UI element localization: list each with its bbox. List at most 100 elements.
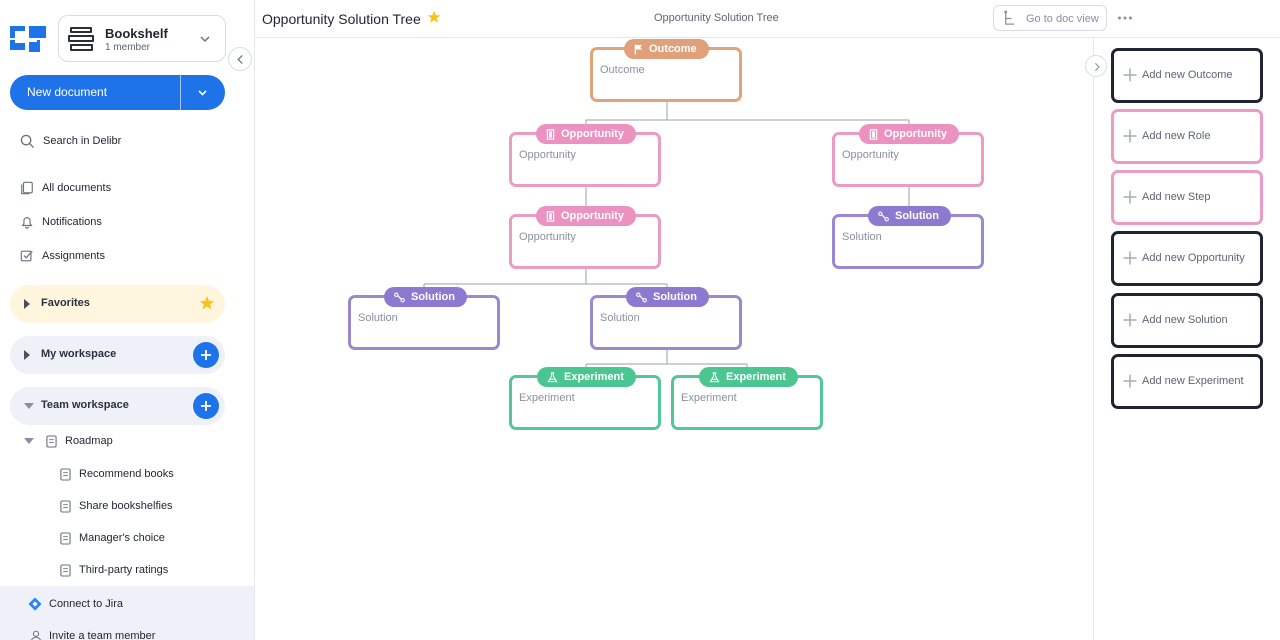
plus-icon — [1123, 190, 1137, 204]
node-type-badge: Solution — [626, 287, 709, 307]
delibr-logo[interactable] — [10, 24, 46, 54]
nav-notifications-label: Notifications — [42, 216, 102, 228]
node-solution[interactable]: Solution Solution — [590, 287, 742, 350]
plus-icon — [1123, 374, 1137, 388]
plus-icon — [1123, 251, 1137, 265]
node-badge-label: Solution — [411, 291, 455, 303]
node-badge-label: Experiment — [564, 371, 624, 383]
node-solution[interactable]: Solution Solution — [832, 206, 984, 269]
add-outcome-label: Add new Outcome — [1142, 69, 1233, 81]
node-type-badge: Experiment — [537, 367, 636, 387]
node-text[interactable]: Experiment — [681, 392, 737, 404]
my-workspace-section[interactable]: My workspace — [10, 336, 225, 374]
chevron-down-icon[interactable] — [196, 86, 209, 99]
door-icon — [869, 128, 878, 140]
invite-member-link[interactable]: Invite a team member — [30, 630, 155, 640]
route-icon — [878, 211, 889, 221]
add-experiment-button[interactable]: Add new Experiment — [1111, 354, 1263, 409]
chevron-down-icon — [200, 36, 210, 43]
tree-canvas[interactable]: Outcome Outcome Opportunity Opportunity … — [255, 38, 1093, 640]
tree-item-label: Recommend books — [79, 468, 174, 480]
node-text[interactable]: Opportunity — [842, 149, 899, 161]
bell-icon — [21, 217, 33, 229]
connect-jira-label: Connect to Jira — [49, 598, 123, 610]
document-title[interactable]: Opportunity Solution Tree — [262, 11, 421, 27]
plus-icon — [201, 401, 211, 411]
node-solution[interactable]: Solution Solution — [348, 287, 500, 350]
search-button[interactable]: Search in Delibr — [20, 131, 121, 151]
tree-item-third-party-ratings[interactable]: Third-party ratings — [60, 561, 168, 579]
node-experiment[interactable]: Experiment Experiment — [671, 367, 823, 430]
node-opportunity[interactable]: Opportunity Opportunity — [509, 206, 661, 269]
add-step-button[interactable]: Add new Step — [1111, 170, 1263, 225]
new-document-button[interactable]: New document — [10, 75, 225, 110]
connect-jira-link[interactable]: Connect to Jira — [28, 597, 123, 611]
add-outcome-button[interactable]: Add new Outcome — [1111, 48, 1263, 103]
go-to-doc-view-button[interactable]: Go to doc view — [993, 5, 1107, 31]
tree-item-label: Third-party ratings — [79, 564, 169, 576]
node-text[interactable]: Opportunity — [519, 231, 576, 243]
tree-item-share-bookshelfies[interactable]: Share bookshelfies — [60, 497, 173, 515]
new-document-label: New document — [27, 85, 108, 99]
node-opportunity[interactable]: Opportunity Opportunity — [509, 124, 661, 187]
node-badge-label: Solution — [653, 291, 697, 303]
workspace-switcher[interactable]: Bookshelf 1 member — [58, 15, 226, 62]
workspace-member-count: 1 member — [105, 42, 151, 53]
node-type-badge: Solution — [384, 287, 467, 307]
node-type-badge: Outcome — [624, 39, 709, 59]
add-step-label: Add new Step — [1142, 191, 1211, 203]
node-opportunity[interactable]: Opportunity Opportunity — [832, 124, 984, 187]
node-badge-label: Opportunity — [561, 128, 624, 140]
add-to-my-workspace-button[interactable] — [193, 342, 219, 368]
nav-all-documents[interactable]: All documents — [20, 178, 111, 198]
tree-item-managers-choice[interactable]: Manager's choice — [60, 529, 165, 547]
document-icon — [60, 467, 71, 481]
node-badge-label: Opportunity — [561, 210, 624, 222]
team-workspace-section[interactable]: Team workspace — [10, 387, 225, 425]
nav-notifications[interactable]: Notifications — [20, 212, 102, 232]
add-opportunity-button[interactable]: Add new Opportunity — [1111, 231, 1263, 286]
node-type-badge: Experiment — [699, 367, 798, 387]
button-divider — [180, 75, 181, 110]
add-to-team-workspace-button[interactable] — [193, 393, 219, 419]
search-label: Search in Delibr — [43, 135, 122, 147]
node-type-badge: Opportunity — [536, 124, 636, 144]
document-icon — [46, 434, 57, 448]
node-badge-label: Experiment — [726, 371, 786, 383]
node-type-badge: Opportunity — [859, 124, 959, 144]
tree-item-label: Share bookshelfies — [79, 500, 173, 512]
tree-item-roadmap[interactable]: Roadmap — [46, 432, 113, 450]
node-text[interactable]: Experiment — [519, 392, 575, 404]
checkbox-icon — [20, 250, 33, 262]
nav-assignments[interactable]: Assignments — [20, 246, 105, 266]
add-solution-button[interactable]: Add new Solution — [1111, 293, 1263, 348]
view-title: Opportunity Solution Tree — [654, 12, 779, 24]
star-icon[interactable] — [427, 10, 441, 24]
add-role-button[interactable]: Add new Role — [1111, 109, 1263, 164]
collapse-sidebar-button[interactable] — [228, 47, 252, 71]
books-icon — [68, 27, 94, 51]
favorites-section[interactable]: Favorites — [10, 285, 225, 323]
node-text[interactable]: Opportunity — [519, 149, 576, 161]
chevron-right-icon — [1095, 63, 1100, 71]
node-text[interactable]: Solution — [842, 231, 882, 243]
document-icon — [60, 499, 71, 513]
caret-right-icon — [24, 299, 30, 309]
document-icon — [60, 531, 71, 545]
node-badge-label: Solution — [895, 210, 939, 222]
nav-all-documents-label: All documents — [42, 182, 112, 194]
toggle-panel-button[interactable] — [1085, 55, 1107, 77]
tree-item-recommend-books[interactable]: Recommend books — [60, 465, 174, 483]
caret-right-icon — [24, 350, 30, 360]
node-type-badge: Opportunity — [536, 206, 636, 226]
top-bar: Opportunity Solution Tree Opportunity So… — [255, 0, 1280, 38]
node-experiment[interactable]: Experiment Experiment — [509, 367, 661, 430]
caret-down-icon[interactable] — [24, 438, 34, 444]
node-text[interactable]: Outcome — [600, 64, 645, 76]
node-text[interactable]: Solution — [358, 312, 398, 324]
more-options-icon[interactable] — [1117, 12, 1133, 24]
team-workspace-label: Team workspace — [41, 399, 129, 411]
caret-down-icon — [24, 403, 34, 409]
node-outcome[interactable]: Outcome Outcome — [590, 39, 742, 102]
node-text[interactable]: Solution — [600, 312, 640, 324]
